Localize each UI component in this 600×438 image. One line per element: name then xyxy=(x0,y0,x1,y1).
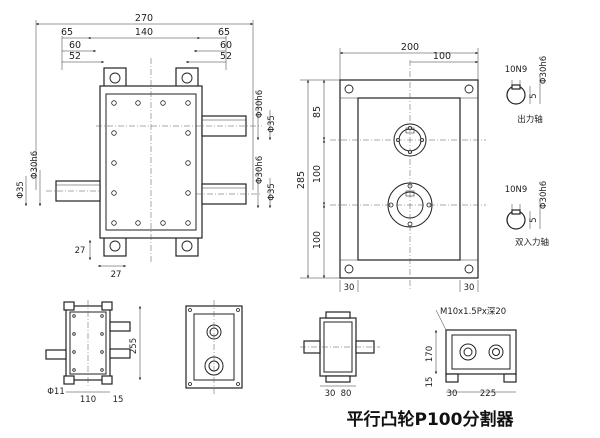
front-view: 200 100 xyxy=(296,42,486,293)
view3-dim-80: 80 xyxy=(341,389,352,399)
view1-dim-110: 110 xyxy=(80,395,96,405)
dim-foot-width: 27 xyxy=(111,270,122,280)
keyway-input-label: 双入力轴 xyxy=(515,237,549,248)
dim-front-foot-right: 30 xyxy=(464,283,475,293)
dim-shaft-rb-35: Φ35 xyxy=(267,183,277,201)
small-view-4: M10x1.5Px深20 170 15 30 225 xyxy=(425,307,517,399)
dim-65-right: 65 xyxy=(218,27,230,38)
dim-shaft-rt-dia: Φ30h6 xyxy=(255,90,265,118)
top-view: 270 140 65 60 52 65 60 52 xyxy=(16,13,277,280)
dim-60-left: 60 xyxy=(69,40,81,51)
view4-dim-225: 225 xyxy=(480,389,496,399)
view4-dim-15: 15 xyxy=(425,377,435,388)
small-view-2 xyxy=(185,300,243,394)
dim-shaft-left-35: Φ35 xyxy=(16,181,26,199)
keyway-input-dia: Φ30h6 xyxy=(539,181,549,209)
drawing-caption: 平行凸轮P100分割器 xyxy=(347,409,515,430)
dim-front-height: 285 xyxy=(296,171,307,189)
keyway-input-depth: 5 xyxy=(529,217,539,222)
dim-front-width: 200 xyxy=(401,42,419,53)
dim-overall-width: 270 xyxy=(135,13,153,24)
keyway-output-dia: Φ30h6 xyxy=(539,56,549,84)
view1-dim-255: 255 xyxy=(129,338,139,354)
view4-note: M10x1.5Px深20 xyxy=(440,307,506,317)
dim-body-width: 140 xyxy=(135,27,153,38)
dim-front-foot-left: 30 xyxy=(344,283,355,293)
dim-front-mid: 100 xyxy=(312,165,323,183)
dim-front-inner: 100 xyxy=(433,51,451,62)
dim-front-85: 85 xyxy=(312,106,323,118)
bolt-holes xyxy=(111,100,191,226)
dim-65-left: 65 xyxy=(61,27,73,38)
keyway-output-label: 出力轴 xyxy=(517,114,543,125)
dim-front-lower: 100 xyxy=(312,231,323,249)
dim-foot-height: 27 xyxy=(75,246,86,256)
keyway-input-key: 10N9 xyxy=(505,185,528,195)
view4-dim-170: 170 xyxy=(425,346,435,362)
dim-52-left: 52 xyxy=(69,51,81,62)
dim-shaft-rb-dia: Φ30h6 xyxy=(255,156,265,184)
dim-shaft-rt-35: Φ35 xyxy=(267,115,277,133)
dim-shaft-left-dia: Φ30h6 xyxy=(30,151,40,179)
view3-dim-30: 30 xyxy=(325,389,336,399)
view1-dim-15: 15 xyxy=(113,395,124,405)
small-view-3: 30 80 xyxy=(300,311,380,399)
keyway-output: 10N9 5 Φ30h6 出力轴 xyxy=(505,56,549,125)
keyway-output-depth: 5 xyxy=(529,93,539,98)
view1-dim-phi11: Φ11 xyxy=(47,387,65,397)
keyway-output-key: 10N9 xyxy=(505,65,528,75)
keyway-input: 10N9 5 Φ30h6 双入力轴 xyxy=(505,181,549,248)
small-view-1: 255 110 15 Φ11 xyxy=(45,300,142,405)
view4-dim-30: 30 xyxy=(447,389,458,399)
